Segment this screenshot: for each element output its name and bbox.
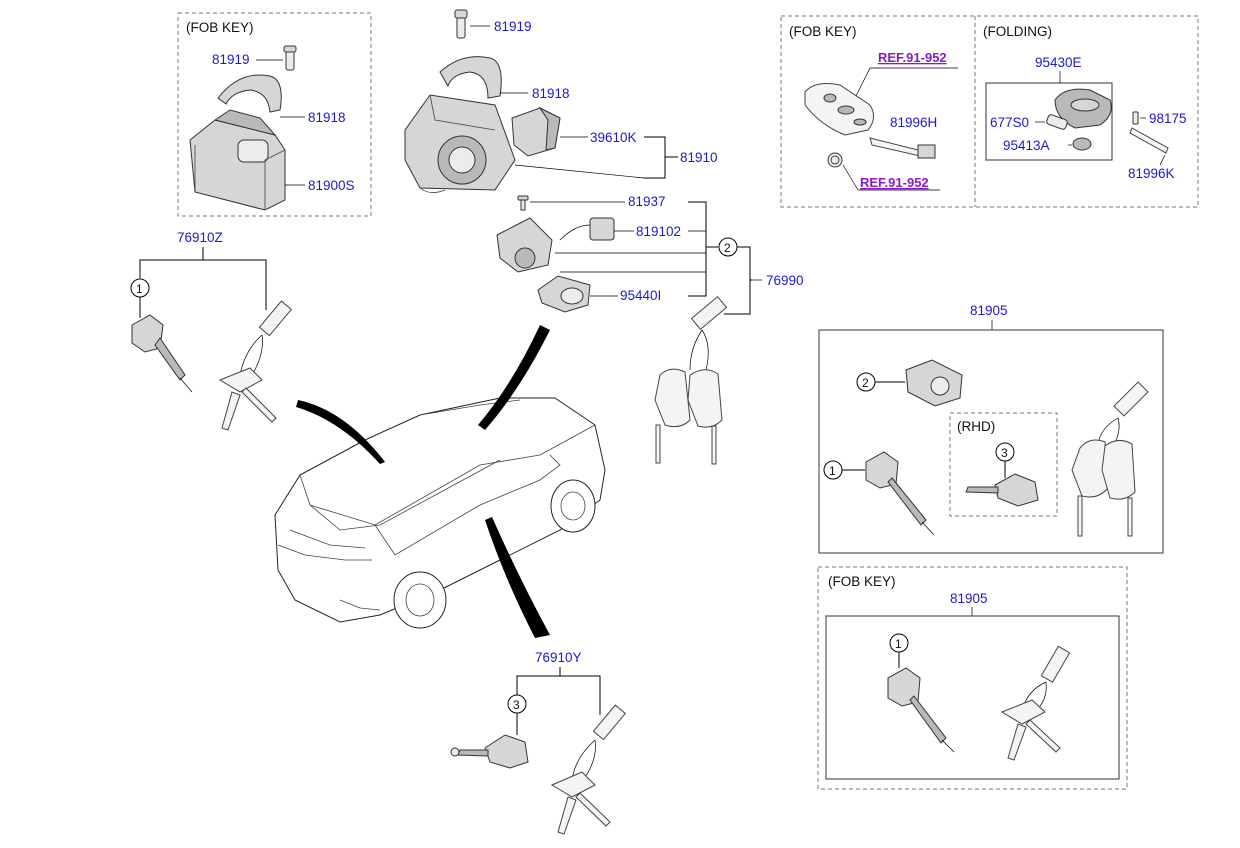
smart-key-fob-icon [804,83,874,136]
label-81919-a[interactable]: 81919 [212,52,250,67]
door-lock-cylinder-icon [131,314,193,393]
immobilizer-ring-95440I-icon [537,275,591,313]
bolt-81919-icon [283,45,297,71]
rhd-header: (RHD) [957,419,995,434]
label-81905-a[interactable]: 81905 [970,303,1008,318]
label-76910Z[interactable]: 76910Z [177,230,223,245]
fob-folding-box: (FOB KEY) (FOLDING) REF.91-952 81996H RE… [780,15,1199,208]
label-39610K[interactable]: 39610K [590,130,637,145]
label-677S0[interactable]: 677S0 [990,115,1029,130]
harness-819102-icon [559,217,615,241]
key-tag-bottom-icon [1000,645,1071,761]
steering-column-lock-icon [404,94,516,193]
label-81900S[interactable]: 81900S [308,178,355,193]
clamp-81918-icon [217,74,282,113]
fob-key-header: (FOB KEY) [186,20,254,35]
label-81918-b[interactable]: 81918 [532,86,570,101]
key-pair-81905-icon [1071,381,1149,537]
key-tag-icon [218,300,292,431]
label-81937[interactable]: 81937 [628,194,666,209]
label-76990[interactable]: 76990 [766,273,804,288]
label-98175[interactable]: 98175 [1149,111,1187,126]
ignition-ring-icon [905,359,963,407]
ignition-assembly: 81919 81918 39610K 81910 81937 [404,9,804,465]
coin-battery-icon [827,152,843,168]
callout-1: 1 [136,282,143,296]
door-lock-cylinder-bottom-icon [887,667,955,753]
tailgate-lock-cylinder-icon [450,734,529,769]
key-set-81905-box: 81905 2 (RHD) 3 1 [818,303,1164,554]
callout-1-right: 1 [829,464,836,478]
steering-lock-81900S-icon [189,109,286,211]
key-tag-76910Y-icon [550,704,626,835]
fob-key-header-bottom: (FOB KEY) [828,574,896,589]
label-819102[interactable]: 819102 [636,224,681,239]
label-81918-a[interactable]: 81918 [308,110,346,125]
door-lock-cylinder-right-icon [865,451,935,536]
key-set-76910Y: 76910Y 3 [450,650,626,835]
label-95440I[interactable]: 95440I [620,288,661,303]
label-81910[interactable]: 81910 [680,150,718,165]
callout-3-right: 3 [1001,446,1008,460]
callout-1-bottom: 1 [895,637,902,651]
ref-91-952-a-link[interactable]: REF.91-952 [878,50,947,65]
callout-3: 3 [513,698,520,712]
clamp-81918-b-icon [439,56,502,99]
fob-key-81905-box: (FOB KEY) 81905 1 [817,566,1128,790]
fob-key-header-right: (FOB KEY) [789,24,857,39]
screw-81937-icon [517,195,529,211]
pin-98175-icon [1132,111,1139,125]
label-95413A[interactable]: 95413A [1003,138,1050,153]
battery-95413A-icon [1072,137,1092,151]
ref-91-952-b-link[interactable]: REF.91-952 [860,175,929,190]
label-81996K[interactable]: 81996K [1128,166,1175,181]
mechanical-key-81996H-icon [869,137,936,159]
label-81919-b[interactable]: 81919 [494,19,532,34]
label-76910Y[interactable]: 76910Y [535,650,582,665]
cover-677S0-icon [1046,114,1068,130]
callout-2: 2 [724,241,731,255]
folding-key-fob-icon [1054,88,1112,129]
label-81905-b[interactable]: 81905 [950,591,988,606]
callout-2-right: 2 [862,376,869,390]
key-pair-76990-icon [654,296,728,465]
switch-39610K-icon [511,106,561,157]
ignition-cylinder-icon [496,217,553,273]
vehicle-illustration [274,325,606,638]
label-95430E[interactable]: 95430E [1035,55,1082,70]
rhd-lock-cylinder-icon [965,473,1039,507]
bolt-81919-b-icon [454,9,468,39]
folding-header: (FOLDING) [983,24,1052,39]
fob-key-box-top-left: (FOB KEY) 81919 81918 81900S [177,12,372,217]
label-81996H[interactable]: 81996H [890,115,937,130]
key-set-76910Z: 76910Z 1 [130,230,292,431]
blade-81996K-icon [1129,127,1169,154]
